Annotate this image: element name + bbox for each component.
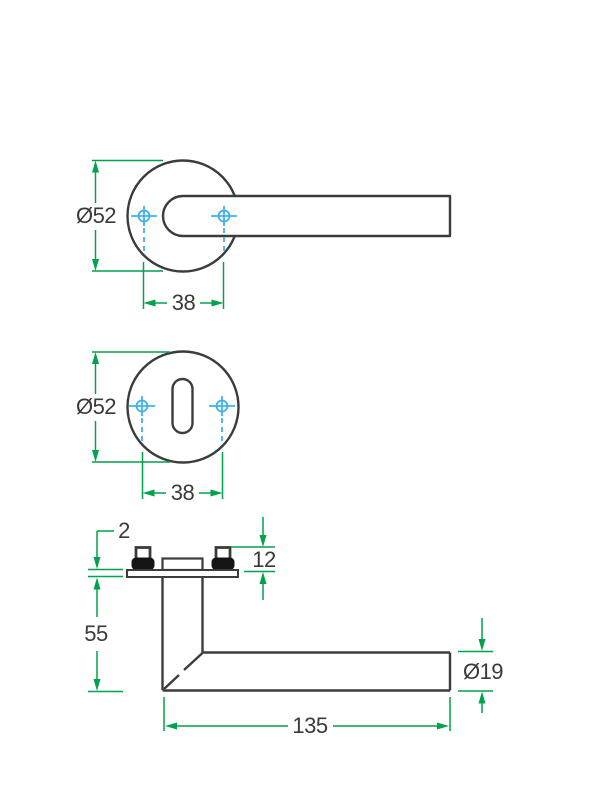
arrowhead-down-icon <box>93 557 101 569</box>
dimension-label: Ø19 <box>463 659 503 684</box>
marker-circle <box>217 209 231 223</box>
dimension-label: 38 <box>171 480 195 505</box>
screw-collar <box>131 557 155 570</box>
dimension-label: 2 <box>118 518 130 543</box>
arrowhead-right-icon <box>211 299 224 307</box>
arrowhead-up-icon <box>259 572 267 584</box>
arrowhead-left-icon <box>143 299 156 307</box>
dimension-label: 55 <box>84 621 108 646</box>
marker-circle <box>137 209 151 223</box>
rose-plate-side <box>126 569 239 578</box>
side-view-handle-profile: 2 55 12 135 <box>84 517 504 738</box>
dimension-label: Ø52 <box>76 394 116 419</box>
arrowhead-up-icon <box>478 691 486 704</box>
dimension-screw-spacing-top: 38 <box>142 262 225 315</box>
screw-hole-marker-icon <box>211 206 237 252</box>
dimension-screw-projection: 12 <box>231 517 276 600</box>
dimension-label: 38 <box>172 290 196 315</box>
marker-circle <box>215 399 229 413</box>
arrowhead-down-icon <box>478 639 486 651</box>
miter-joint-line <box>163 674 180 690</box>
lever-handle-top <box>161 194 452 238</box>
dimension-label: Ø52 <box>76 203 116 228</box>
arrowhead-up-icon <box>93 577 101 590</box>
dimension-lever-length: 135 <box>163 697 451 738</box>
spindle-hub <box>161 557 204 572</box>
arrowhead-up-icon <box>92 352 99 364</box>
arrowhead-down-icon <box>92 259 99 271</box>
dimension-neck-projection: 55 <box>84 577 123 693</box>
arrowhead-left-icon <box>142 489 155 497</box>
dimension-escutcheon-diameter: Ø52 <box>76 351 170 463</box>
arrowhead-left-icon <box>165 722 177 730</box>
dimension-label: 12 <box>252 547 276 572</box>
arrowhead-down-icon <box>93 679 101 691</box>
marker-circle <box>135 399 149 413</box>
dimension-rose-thickness: 2 <box>88 518 131 578</box>
screw-hole-marker-icon <box>129 396 155 445</box>
arrowhead-right-icon <box>437 722 449 730</box>
arrowhead-down-icon <box>92 450 99 462</box>
middle-view-escutcheon: Ø52 38 <box>76 350 240 505</box>
arrowhead-up-icon <box>92 160 99 173</box>
arrowhead-down-icon <box>259 535 267 547</box>
keyhole-slot <box>171 377 194 435</box>
screw-hole-marker-icon <box>131 206 157 252</box>
top-view-lever-on-rose: Ø52 38 <box>76 159 452 315</box>
screw-collar <box>211 557 235 570</box>
screw-hole-marker-icon <box>209 396 235 445</box>
dimension-screw-spacing-middle: 38 <box>141 452 224 505</box>
dimension-label: 135 <box>292 713 327 738</box>
dimension-grip-diameter: Ø19 <box>458 618 504 713</box>
dimension-rose-diameter-top: Ø52 <box>76 159 163 272</box>
arrowhead-right-icon <box>210 489 223 497</box>
miter-joint-line <box>183 652 204 671</box>
